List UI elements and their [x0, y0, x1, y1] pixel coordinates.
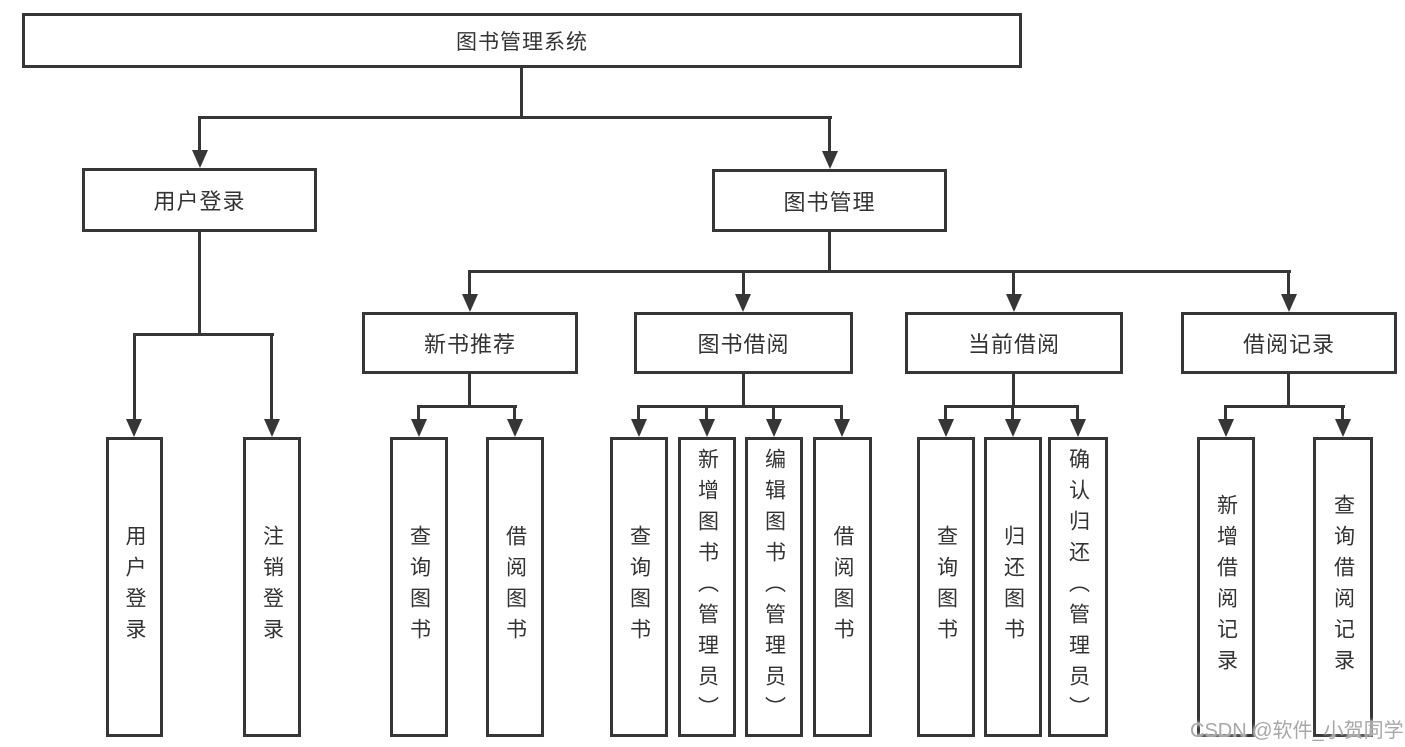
node-label: 确认归还（管理员） [1066, 447, 1090, 727]
leaf-book-borrow-add-books-admin: 新增图书（管理员） [678, 437, 736, 737]
line-segment [468, 374, 471, 407]
leaf-logout-login: 注销登录 [243, 437, 301, 737]
arrow-down-icon [264, 419, 280, 437]
node-label: 图书管理系统 [456, 30, 588, 54]
line-segment [1012, 270, 1015, 296]
arrow-down-icon [1006, 294, 1022, 312]
arrow-down-icon [192, 150, 208, 168]
line-segment [469, 270, 1291, 273]
line-segment [944, 405, 947, 421]
arrow-down-icon [411, 419, 427, 437]
leaf-borrow-records-query-record: 查询借阅记录 [1313, 437, 1373, 737]
line-segment [637, 405, 843, 408]
arrow-down-icon [462, 294, 478, 312]
leaf-current-borrow-return-books: 归还图书 [984, 437, 1042, 737]
node-label: 图书借阅 [697, 332, 790, 357]
node-label: 查询图书 [407, 525, 431, 649]
node-library-system-root: 图书管理系统 [22, 13, 1022, 68]
line-segment [133, 333, 274, 336]
leaf-book-borrow-borrow-books: 借阅图书 [813, 437, 872, 737]
line-segment [270, 333, 273, 421]
line-segment [742, 374, 745, 407]
arrow-down-icon [1281, 294, 1297, 312]
line-segment [198, 116, 201, 152]
leaf-book-borrow-edit-books-admin: 编辑图书（管理员） [745, 437, 803, 737]
arrow-down-icon [735, 294, 751, 312]
line-segment [1012, 374, 1015, 407]
line-segment [772, 405, 775, 421]
line-segment [840, 405, 843, 421]
leaf-current-borrow-query-books: 查询图书 [917, 437, 975, 737]
line-segment [1224, 405, 1345, 408]
node-borrowing-records: 借阅记录 [1181, 312, 1397, 374]
node-label: 借阅记录 [1242, 332, 1335, 357]
csdn-watermark: CSDN @软件_小贺同学 [1190, 720, 1404, 742]
node-label: 归还图书 [1001, 525, 1025, 649]
line-segment [198, 232, 201, 335]
line-segment [828, 232, 831, 272]
arrow-down-icon [1070, 419, 1086, 437]
line-segment [1224, 405, 1227, 421]
arrow-down-icon [631, 419, 647, 437]
node-label: 注销登录 [260, 525, 284, 649]
node-label: 图书管理 [783, 189, 876, 215]
leaf-borrow-records-add-record: 新增借阅记录 [1197, 437, 1255, 737]
line-segment [468, 270, 471, 296]
node-label: 编辑图书（管理员） [762, 447, 786, 727]
node-label: 查询图书 [934, 525, 958, 649]
leaf-user-login: 用户登录 [106, 437, 163, 737]
arrow-down-icon [1335, 419, 1351, 437]
leaf-current-borrow-confirm-return-admin: 确认归还（管理员） [1048, 437, 1108, 737]
node-label: 用户登录 [123, 525, 146, 649]
line-segment [828, 116, 831, 153]
node-current-borrowing: 当前借阅 [905, 312, 1123, 374]
node-label: 当前借阅 [967, 332, 1060, 357]
line-segment [133, 333, 136, 421]
line-segment [742, 270, 745, 296]
line-segment [520, 66, 523, 118]
arrow-down-icon [507, 419, 523, 437]
node-label: 新增借阅记录 [1214, 494, 1238, 680]
node-label: 查询图书 [627, 525, 651, 649]
line-segment [1011, 405, 1014, 421]
line-segment [1287, 374, 1290, 407]
node-new-book-recommend: 新书推荐 [362, 312, 578, 374]
leaf-book-borrow-query-books: 查询图书 [610, 437, 668, 737]
node-user-login: 用户登录 [82, 168, 317, 232]
node-label: 新书推荐 [423, 332, 516, 357]
line-segment [418, 405, 517, 408]
node-label: 查询借阅记录 [1331, 494, 1355, 680]
line-segment [513, 405, 516, 421]
arrow-down-icon [938, 419, 954, 437]
node-label: 借阅图书 [503, 525, 527, 649]
line-segment [637, 405, 640, 421]
line-segment [198, 116, 832, 119]
arrow-down-icon [1005, 419, 1021, 437]
line-segment [1287, 270, 1290, 296]
line-segment [1076, 405, 1079, 421]
arrow-down-icon [766, 419, 782, 437]
line-segment [1341, 405, 1344, 421]
leaf-new-book-rec-query-books: 查询图书 [390, 437, 448, 737]
arrow-down-icon [1218, 419, 1234, 437]
node-book-management: 图书管理 [712, 169, 947, 232]
arrow-down-icon [699, 419, 715, 437]
arrow-down-icon [834, 419, 850, 437]
line-segment [417, 405, 420, 421]
node-label: 借阅图书 [831, 525, 854, 649]
line-segment [705, 405, 708, 421]
arrow-down-icon [126, 419, 142, 437]
node-book-borrowing: 图书借阅 [634, 312, 853, 374]
node-label: 新增图书（管理员） [695, 447, 719, 727]
leaf-new-book-rec-borrow-books: 借阅图书 [486, 437, 544, 737]
arrow-down-icon [822, 151, 838, 169]
node-label: 用户登录 [153, 189, 246, 214]
